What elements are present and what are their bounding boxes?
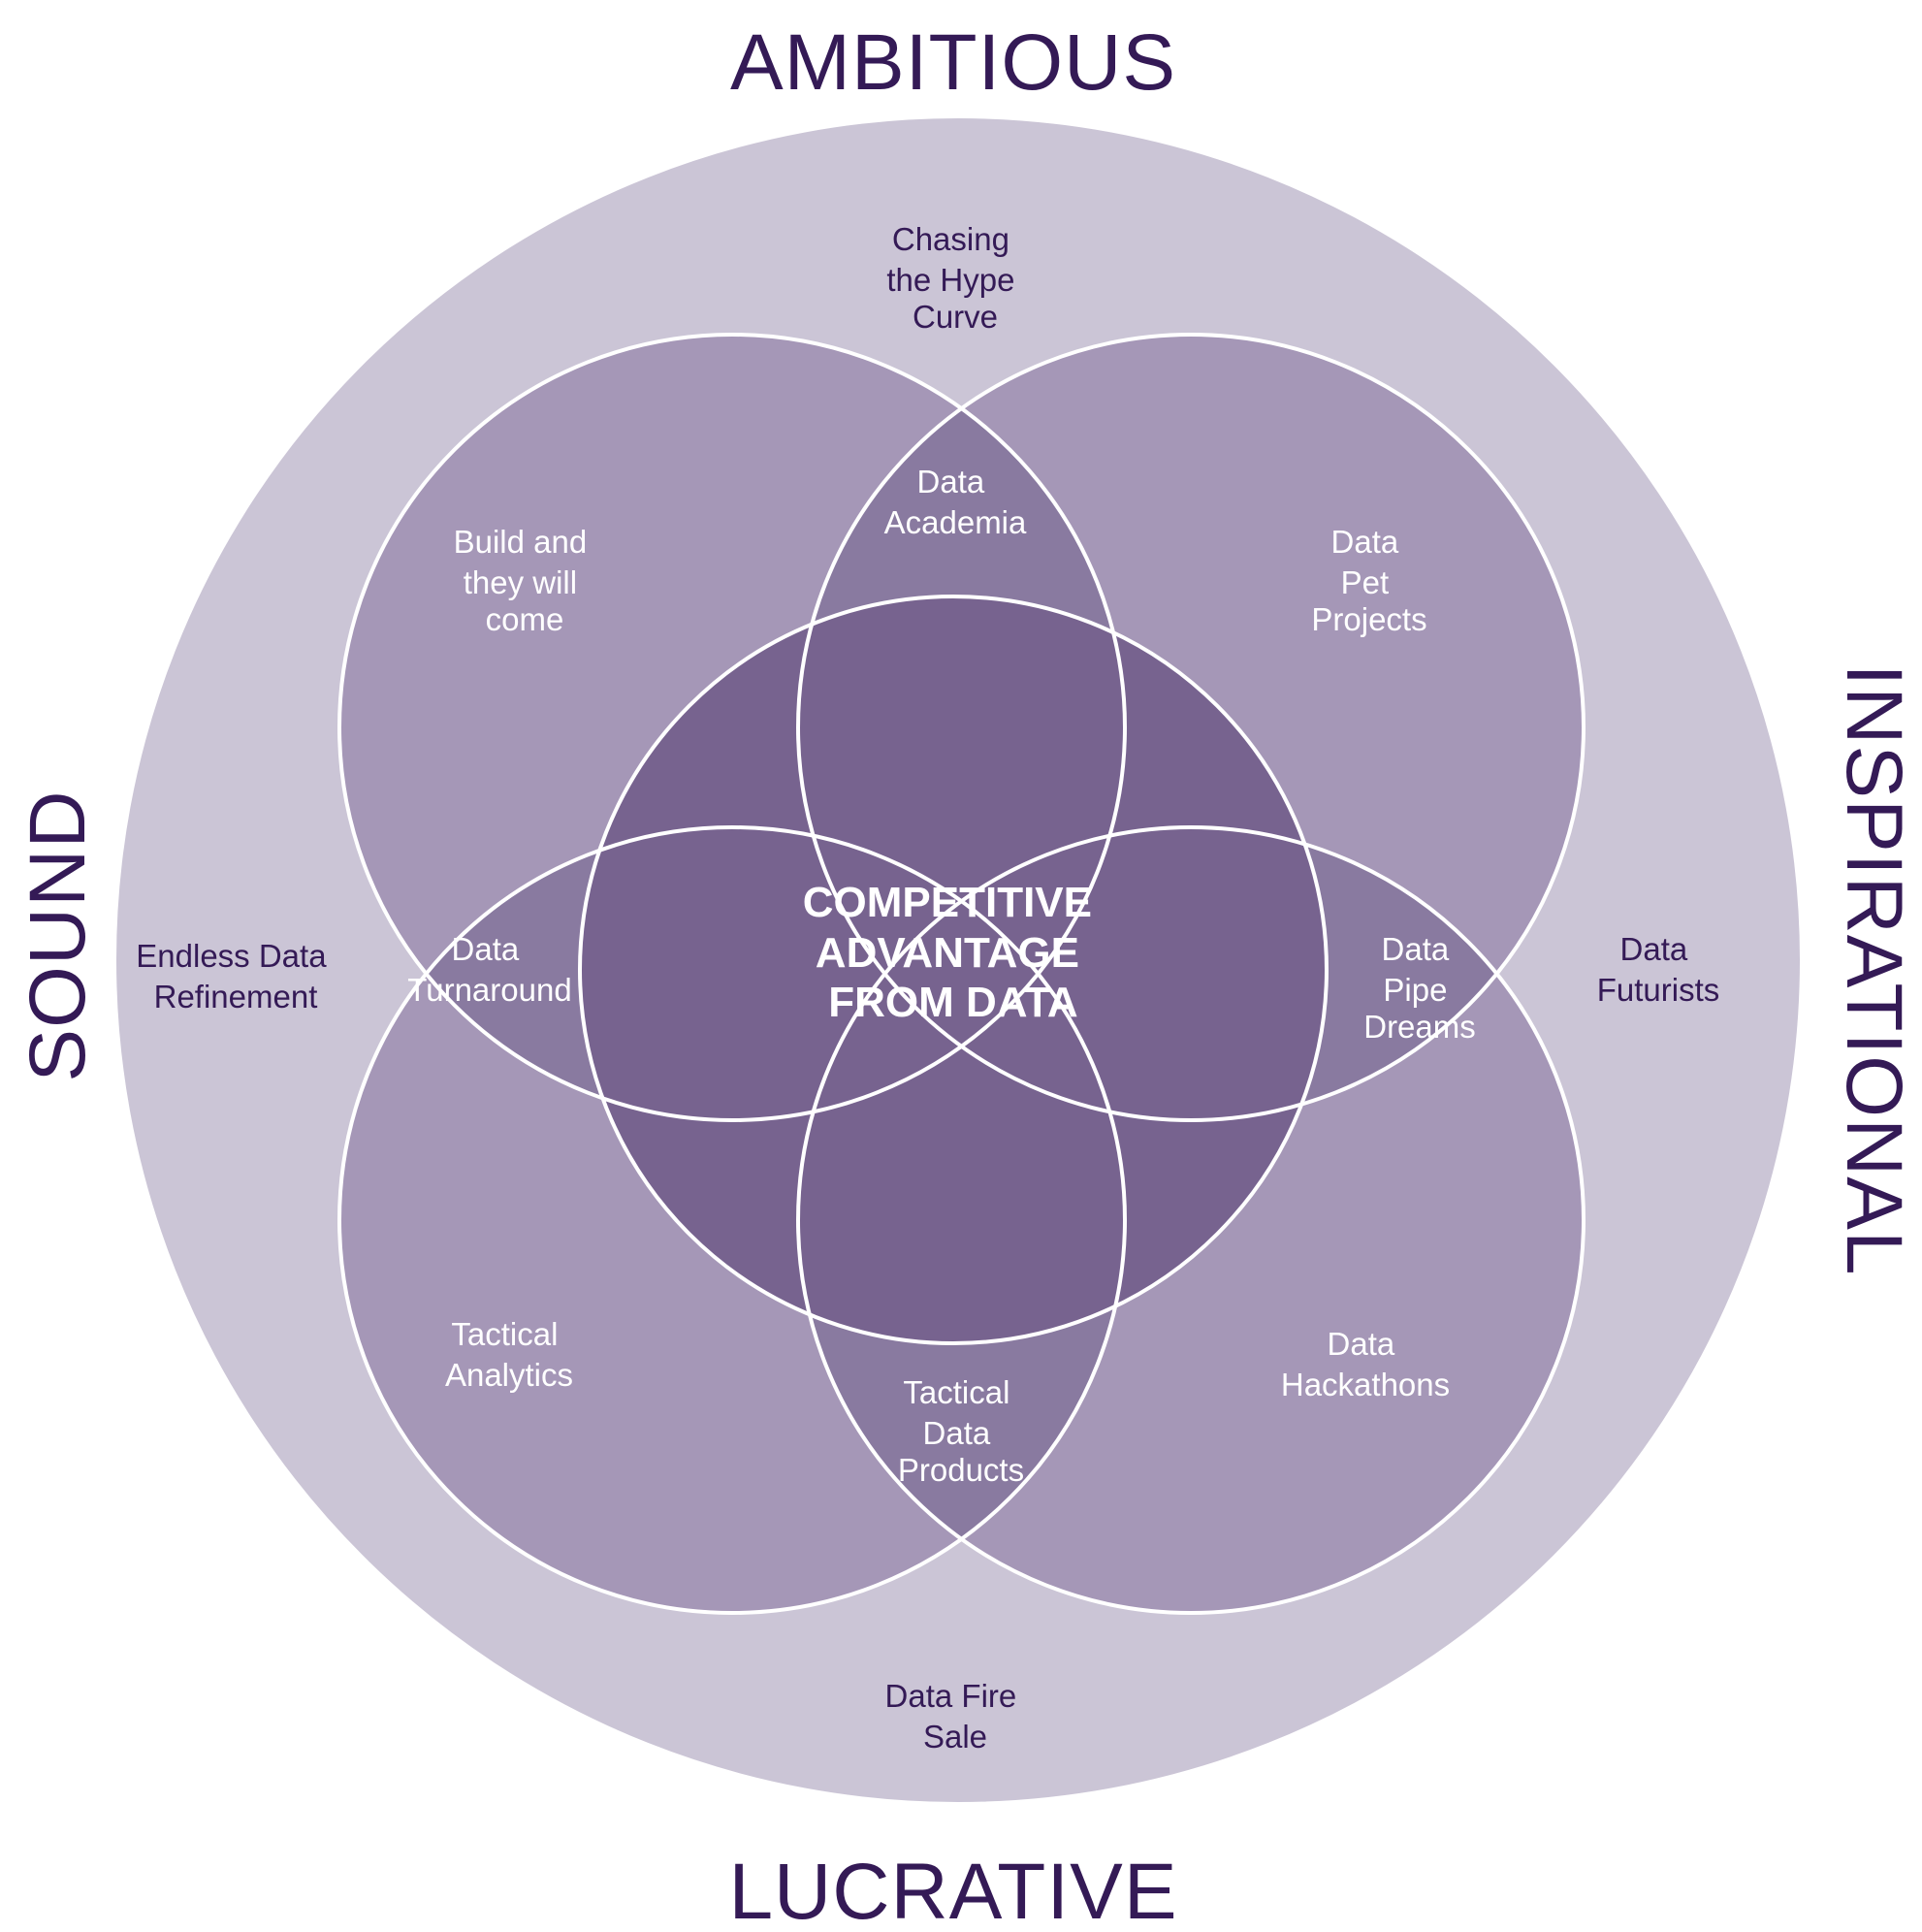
- center-label-line: ADVANTAGE: [816, 929, 1079, 977]
- label-data-pet-projects: Data Pet Projects: [1311, 524, 1426, 637]
- label-build-and-they-will-come: Build and they will come: [454, 524, 596, 637]
- label-data-academia: Data Academia: [884, 464, 1027, 540]
- label-endless-data-refinement: Endless Data Refinement: [136, 938, 335, 1014]
- label-tactical-data-products: Tactical Data Products: [898, 1374, 1024, 1488]
- center-circle: [580, 596, 1327, 1343]
- axis-label-left: SOUND: [14, 789, 102, 1081]
- outline-group: [112, 114, 1804, 1806]
- center-label-line: FROM DATA: [828, 979, 1077, 1026]
- center-label-line: COMPETITIVE: [803, 879, 1092, 926]
- label-data-fire-sale: Data Fire Sale: [885, 1678, 1026, 1755]
- label-data-hackathons: Data Hackathons: [1281, 1326, 1450, 1402]
- label-data-turnaround: Data Turnaround: [407, 931, 571, 1008]
- axis-label-bottom: LUCRATIVE: [728, 1848, 1177, 1932]
- label-data-futurists: Data Futurists: [1597, 931, 1720, 1008]
- label-chasing-hype-curve: Chasing the Hype Curve: [886, 221, 1023, 335]
- label-data-pipe-dreams: Data Pipe Dreams: [1363, 931, 1476, 1045]
- axis-label-right: INSPIRATIONAL: [1830, 663, 1918, 1275]
- axis-label-top: AMBITIOUS: [730, 18, 1176, 107]
- center-label: COMPETITIVE ADVANTAGE FROM DATA: [803, 879, 1104, 1026]
- label-tactical-analytics: Tactical Analytics: [445, 1316, 573, 1393]
